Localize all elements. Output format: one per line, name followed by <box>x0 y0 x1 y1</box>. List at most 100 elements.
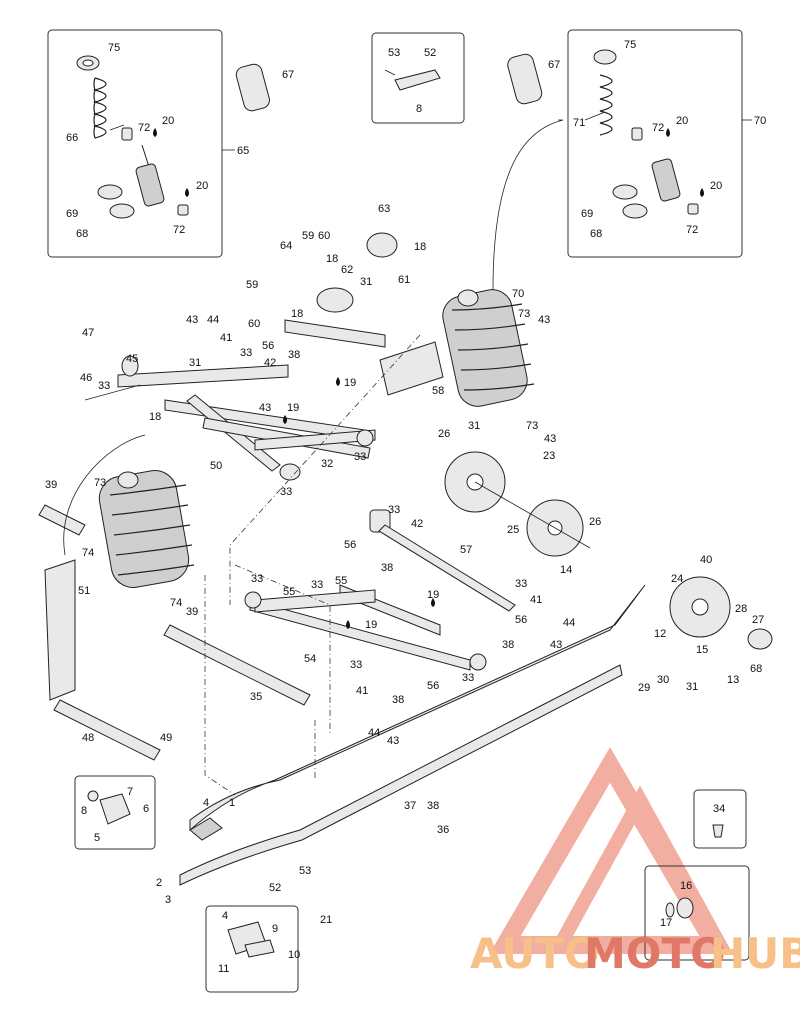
front-arm-assembly <box>117 355 376 481</box>
idler-wheels <box>444 451 773 650</box>
callout-38: 38 <box>502 639 514 651</box>
callout-43: 43 <box>259 402 271 414</box>
callout-35: 35 <box>250 691 262 703</box>
callout-6: 6 <box>143 803 149 815</box>
callout-42: 42 <box>411 518 423 530</box>
bracket-inset-bottom-left <box>74 775 156 850</box>
callout-33: 33 <box>311 579 323 591</box>
slide-rail <box>179 584 646 886</box>
callout-31: 31 <box>360 276 372 288</box>
callout-56: 56 <box>427 680 439 692</box>
callout-44: 44 <box>368 727 380 739</box>
callout-33: 33 <box>350 659 362 671</box>
callout-60: 60 <box>248 318 260 330</box>
coil-spring-66 <box>92 77 107 139</box>
shock-kit-inset-right <box>507 29 743 258</box>
front-shock-absorber <box>98 470 195 588</box>
callout-20: 20 <box>196 180 208 192</box>
callout-16: 16 <box>680 880 692 892</box>
callout-73: 73 <box>518 308 530 320</box>
callout-59: 59 <box>302 230 314 242</box>
callout-68: 68 <box>750 663 762 675</box>
rear-shock-absorber <box>442 289 535 407</box>
callout-33: 33 <box>388 504 400 516</box>
callout-37: 37 <box>404 800 416 812</box>
callout-69: 69 <box>66 208 78 220</box>
callout-8: 8 <box>81 805 87 817</box>
callout-40: 40 <box>700 554 712 566</box>
callout-65: 65 <box>237 145 249 157</box>
callout-18: 18 <box>326 253 338 265</box>
callout-44: 44 <box>563 617 575 629</box>
automotohub-watermark-logo <box>489 747 732 954</box>
svg-text:AUTO: AUTO <box>470 929 600 978</box>
callout-33: 33 <box>354 451 366 463</box>
callout-43: 43 <box>544 433 556 445</box>
callout-69: 69 <box>581 208 593 220</box>
callout-43: 43 <box>538 314 550 326</box>
callout-18: 18 <box>414 241 426 253</box>
callout-11: 11 <box>218 963 229 975</box>
callout-10: 10 <box>288 949 300 961</box>
svg-text:HUB: HUB <box>710 929 800 978</box>
callout-13: 13 <box>727 674 739 686</box>
callout-43: 43 <box>387 735 399 747</box>
callout-23: 23 <box>543 450 555 462</box>
callout-26: 26 <box>589 516 601 528</box>
callout-48: 48 <box>82 732 94 744</box>
callout-72: 72 <box>173 224 185 236</box>
callout-38: 38 <box>381 562 393 574</box>
callout-4: 4 <box>203 797 209 809</box>
callout-28: 28 <box>735 603 747 615</box>
callout-8: 8 <box>416 103 422 115</box>
callout-55: 55 <box>283 586 295 598</box>
callout-56: 56 <box>344 539 356 551</box>
callout-75: 75 <box>108 42 120 54</box>
callout-19: 19 <box>427 589 439 601</box>
bracket-inset-top <box>371 32 465 124</box>
grease-drop-icons <box>153 128 704 629</box>
callout-67: 67 <box>282 69 294 81</box>
callout-73: 73 <box>526 420 538 432</box>
callout-15: 15 <box>696 644 708 656</box>
callout-19: 19 <box>344 377 356 389</box>
bearing-inset <box>644 865 750 961</box>
callout-56: 56 <box>515 614 527 626</box>
callout-67: 67 <box>548 59 560 71</box>
callout-75: 75 <box>624 39 636 51</box>
callout-50: 50 <box>210 460 222 472</box>
callout-20: 20 <box>676 115 688 127</box>
callout-71: 71 <box>573 117 585 129</box>
callout-38: 38 <box>392 694 404 706</box>
callout-57: 57 <box>460 544 472 556</box>
callout-52: 52 <box>424 47 436 59</box>
assembly-guide-lines <box>63 119 564 796</box>
callout-70: 70 <box>512 288 524 300</box>
callout-68: 68 <box>76 228 88 240</box>
callout-30: 30 <box>657 674 669 686</box>
callout-70: 70 <box>754 115 766 127</box>
callout-53: 53 <box>299 865 311 877</box>
callout-14: 14 <box>560 564 572 576</box>
callout-7: 7 <box>127 786 133 798</box>
callout-58: 58 <box>432 385 444 397</box>
grease-fitting-inset <box>693 789 747 849</box>
callout-60: 60 <box>318 230 330 242</box>
callout-46: 46 <box>80 372 92 384</box>
callout-72: 72 <box>686 224 698 236</box>
callout-43: 43 <box>550 639 562 651</box>
callout-39: 39 <box>186 606 198 618</box>
callout-34: 34 <box>713 803 725 815</box>
callout-49: 49 <box>160 732 172 744</box>
callout-36: 36 <box>437 824 449 836</box>
callout-51: 51 <box>78 585 90 597</box>
callout-5: 5 <box>94 832 100 844</box>
callout-33: 33 <box>462 672 474 684</box>
callout-31: 31 <box>189 357 201 369</box>
callout-72: 72 <box>652 122 664 134</box>
callout-19: 19 <box>287 402 299 414</box>
shock-kit-inset-left <box>47 29 270 258</box>
callout-17: 17 <box>660 917 672 929</box>
callout-54: 54 <box>304 653 316 665</box>
